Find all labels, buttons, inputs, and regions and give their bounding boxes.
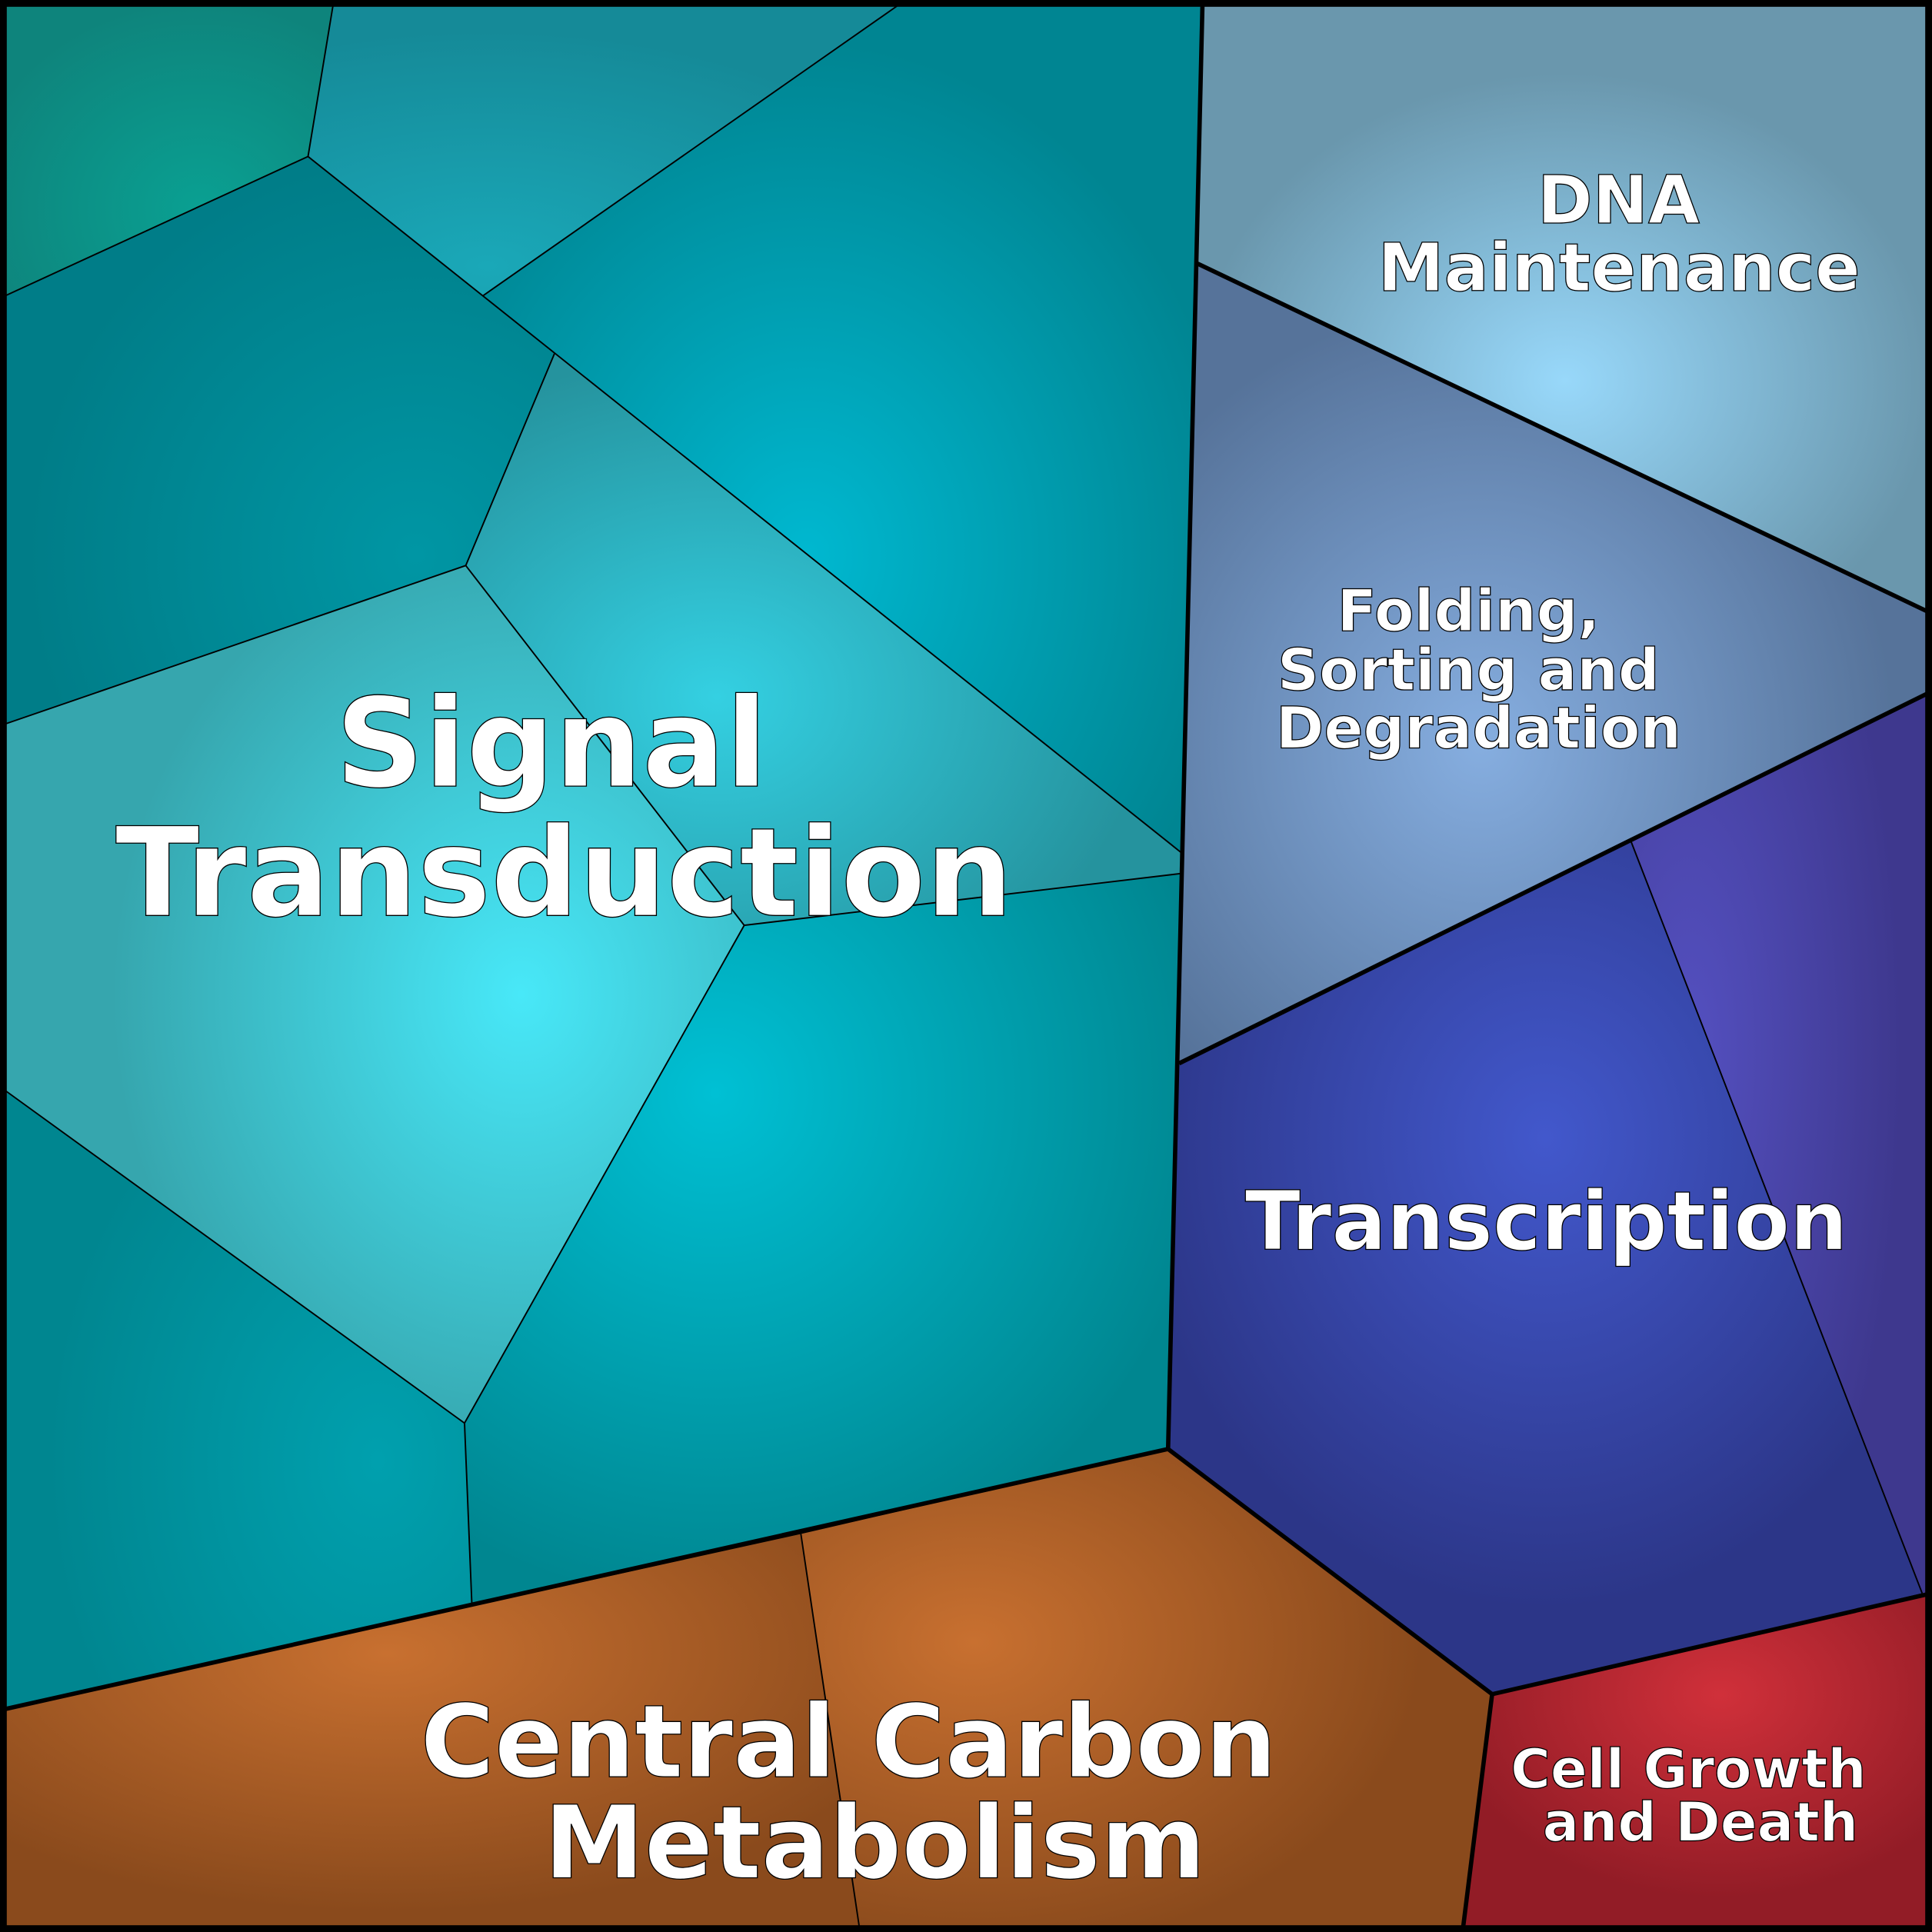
label-folding-sorting-degradation: Folding, Sorting and Degradation (1276, 577, 1681, 761)
cell-growth-death-region (1462, 1593, 1932, 1932)
cell (483, 0, 1203, 854)
central-carbon-metabolism-region (0, 1449, 1493, 1932)
cell (308, 0, 906, 296)
dna-maintenance-region (1198, 0, 1932, 614)
folding-sorting-degradation-region (1179, 263, 1932, 1064)
cell (0, 1534, 861, 1932)
cell (0, 0, 335, 298)
signal-transduction-region (0, 0, 1203, 1710)
label-dna-maintenance: DNA Maintenance (1377, 162, 1860, 307)
cell (0, 1087, 472, 1710)
label-cell-growth-death: Cell Growth and Death (1511, 1738, 1885, 1854)
cell (1168, 838, 1923, 1694)
label-transcription: Transcription (1245, 1174, 1848, 1268)
cell (801, 1449, 1493, 1932)
cell (465, 353, 1183, 926)
cell (0, 156, 555, 726)
cell (464, 873, 1181, 1606)
cell (0, 565, 744, 1424)
label-central-carbon-metabolism: Central Carbon Metabolism (421, 1683, 1312, 1901)
transcription-region (1168, 691, 1932, 1694)
label-signal-transduction: Signal Transduction (115, 671, 1013, 944)
cell (1630, 691, 1932, 1594)
